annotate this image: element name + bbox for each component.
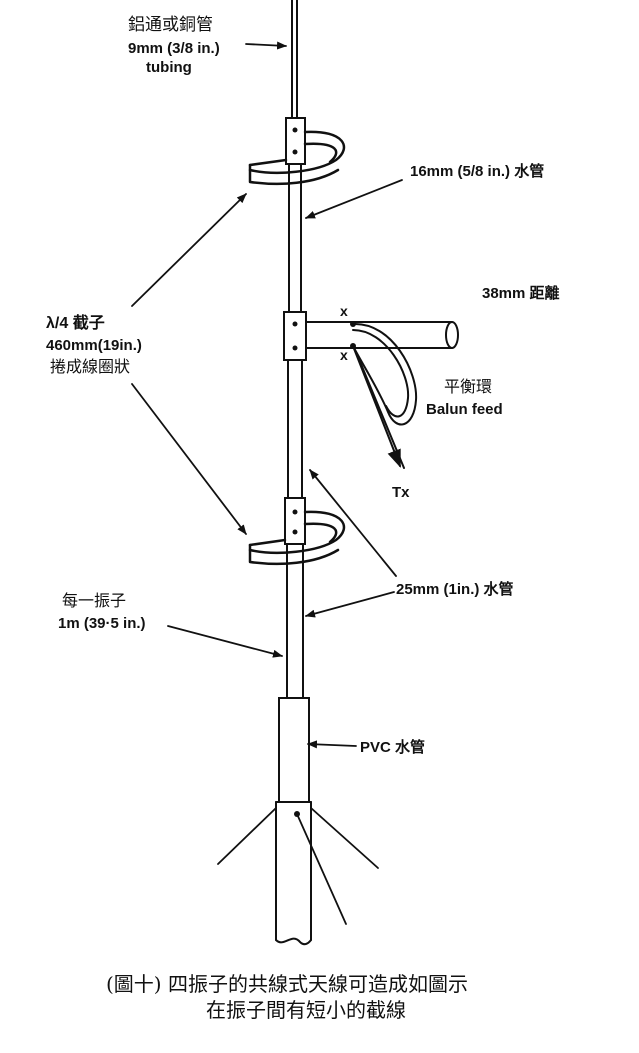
feed-point-x-bottom: x: [340, 347, 348, 363]
middle-pipe-section: [287, 359, 303, 499]
figure-caption-line1: (圖十) 四振子的共線式天線可造成如圖示: [106, 972, 468, 996]
lower-coupler: [284, 497, 306, 545]
spacing-38mm-label: 38mm 距離: [482, 284, 560, 302]
tubing-label-en: tubing: [146, 59, 192, 76]
ground-radials: [217, 807, 379, 925]
stub-label-line1: λ/4 截子: [46, 313, 105, 332]
feed-point-x-top: x: [340, 303, 348, 319]
element-label-line1: 每一振子: [62, 591, 126, 610]
stub-label-line3: 捲成線圈狀: [50, 357, 130, 376]
balun-label-en: Balun feed: [426, 401, 503, 418]
balun-label-cn: 平衡環: [444, 377, 492, 396]
element-label-line2: 1m (39·5 in.): [58, 615, 146, 632]
stub-label-line2: 460mm(19in.): [46, 337, 142, 354]
balun-feed: [352, 322, 418, 469]
tubing-label-size: 9mm (3/8 in.): [128, 40, 220, 57]
top-coupler: [285, 117, 306, 165]
center-coupler: [283, 311, 307, 361]
pipe-16mm-label: 16mm (5/8 in.) 水管: [410, 162, 544, 180]
leader-arrows: [131, 41, 403, 749]
figure-caption-line2: 在振子間有短小的截線: [206, 998, 406, 1022]
tubing-label-cn: 鋁通或銅管: [128, 15, 213, 35]
tx-label: Tx: [392, 484, 410, 501]
top-coil-stub: [248, 130, 346, 186]
lower-pipe-section: [286, 543, 304, 699]
pvc-pipe: [275, 697, 312, 946]
lower-coil-stub: [248, 510, 346, 566]
top-tubing: [291, 0, 298, 119]
pvc-pipe-label: PVC 水管: [360, 738, 425, 756]
pipe-25mm-label: 25mm (1in.) 水管: [396, 580, 514, 598]
spacing-bar: [305, 321, 459, 349]
